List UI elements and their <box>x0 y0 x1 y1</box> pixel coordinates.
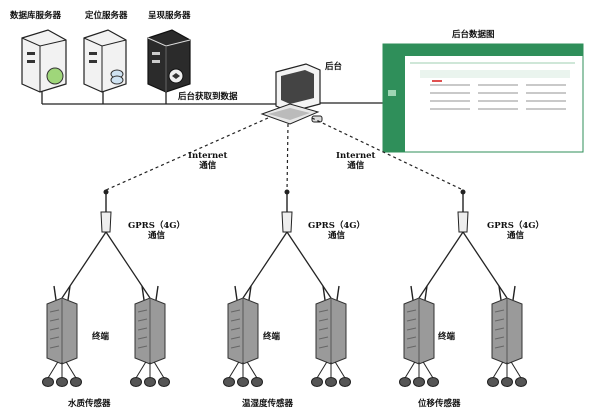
sensor-icon <box>515 377 527 387</box>
sensor-icon <box>223 377 235 387</box>
gprs-branch-right <box>105 231 151 299</box>
terminal-group <box>223 189 351 387</box>
sensor-icon <box>237 377 249 387</box>
sensor-label-2: 温湿度传感器 <box>242 399 294 409</box>
sensor-icon <box>56 377 68 387</box>
gprs-antenna-icon <box>100 189 112 233</box>
sensor-icon <box>325 377 337 387</box>
location-server-label: 定位服务器 <box>85 11 128 21</box>
backend-host-label: 后台 <box>325 62 343 72</box>
terminal-label-1: 终端 <box>92 332 110 342</box>
sensor-icon <box>70 377 82 387</box>
sensor-icon <box>487 377 499 387</box>
internet-label-left: Internet 通信 <box>188 151 228 171</box>
gprs-label-1: GPRS（4G） 通信 <box>128 221 186 241</box>
server-bus <box>41 88 278 105</box>
sensor-icon <box>501 377 513 387</box>
sensor-icon <box>427 377 439 387</box>
sensor-icon <box>42 377 54 387</box>
sensor-icon <box>339 377 351 387</box>
terminal-icon <box>491 285 523 365</box>
gprs-label-3: GPRS（4G） 通信 <box>487 221 545 241</box>
display-server-label: 呈现服务器 <box>148 11 191 21</box>
terminal-icon <box>46 285 78 365</box>
terminal-group <box>42 189 170 387</box>
gprs-antenna-icon <box>281 189 293 233</box>
location-server-icon <box>83 29 127 93</box>
internet-label-right: Internet 通信 <box>336 151 376 171</box>
gprs-branch-left <box>61 231 107 299</box>
terminal-icon <box>403 285 435 365</box>
backend-fetch-label: 后台获取到数据 <box>178 92 238 102</box>
terminal-icon <box>315 285 347 365</box>
terminal-icon <box>227 285 259 365</box>
sensor-icon <box>399 377 411 387</box>
sensor-label-1: 水质传感器 <box>68 399 111 409</box>
database-server-icon <box>21 29 67 93</box>
backend-computer-icon <box>260 63 323 125</box>
internet-links <box>105 117 464 193</box>
backend-screen <box>382 43 584 153</box>
sensor-icon <box>311 377 323 387</box>
database-server-label: 数据库服务器 <box>10 11 62 21</box>
sensor-icon <box>130 377 142 387</box>
sensor-icon <box>158 377 170 387</box>
gprs-branch-right <box>462 231 508 299</box>
display-server-icon <box>147 29 191 93</box>
terminal-icon <box>134 285 166 365</box>
sensor-icon <box>413 377 425 387</box>
sensor-icon <box>251 377 263 387</box>
gprs-label-2: GPRS（4G） 通信 <box>308 221 366 241</box>
terminal-label-3: 终端 <box>438 332 456 342</box>
gprs-branch-left <box>242 231 288 299</box>
gprs-antenna-icon <box>457 189 469 233</box>
sensor-label-3: 位移传感器 <box>418 399 461 409</box>
terminal-group <box>399 189 527 387</box>
terminal-label-2: 终端 <box>263 332 281 342</box>
gprs-branch-left <box>418 231 464 299</box>
backend-screen-title: 后台数据图 <box>452 30 495 40</box>
sensor-icon <box>144 377 156 387</box>
gprs-branch-right <box>286 231 332 299</box>
